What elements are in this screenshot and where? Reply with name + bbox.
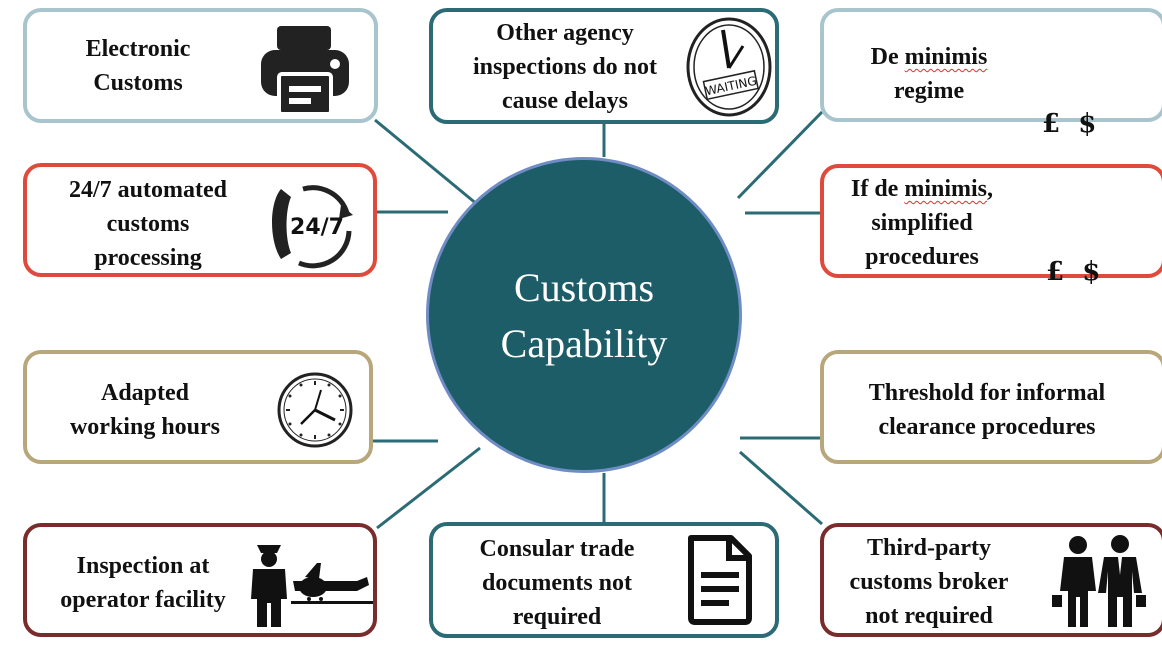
agency-inspections-box: Other agency inspections do not cause de… <box>429 8 779 124</box>
hours-line2: working hours <box>69 414 221 440</box>
simplified-line2: simplified <box>871 210 973 236</box>
threshold-box: Threshold for informal clearance procedu… <box>820 350 1162 464</box>
inspection-line1: Inspection at <box>76 553 210 579</box>
pilot-airplane-icon <box>251 545 373 627</box>
consular-line3: required <box>512 604 602 630</box>
threshold-line1: Threshold for informal <box>868 380 1106 406</box>
hub-title-line2: Capability <box>500 321 668 366</box>
automated-line2: customs <box>106 211 190 237</box>
customs-capability-hub: Customs Capability <box>426 157 742 473</box>
inspection-line2: operator facility <box>60 587 226 613</box>
inspection-box: Inspection at operator facility <box>23 523 377 637</box>
simplified-line3: procedures <box>865 244 979 270</box>
wall-clock-icon <box>277 372 353 448</box>
consular-line1: Consular trade <box>479 536 635 562</box>
electronic-customs-box: Electronic Customs <box>23 8 378 123</box>
customs-broker-box: Third-party customs broker not required <box>820 523 1162 637</box>
simplified-line1: If de minimis, <box>850 176 994 202</box>
working-hours-box: Adapted working hours <box>23 350 373 464</box>
waiting-clock-icon: WAITING <box>686 17 772 117</box>
simplified-procedures-box: If de minimis, simplified procedures £ $… <box>820 164 1162 395</box>
hub-title-line1: Customs <box>513 265 655 310</box>
deminimis-line1: De minimis <box>870 44 988 70</box>
24-7-label: 24/7 <box>290 215 344 240</box>
agency-line2: inspections do not <box>472 54 658 80</box>
consular-line2: documents not <box>481 570 632 596</box>
electronic-line1: Electronic <box>85 36 191 62</box>
business-people-icon <box>1052 535 1146 627</box>
phone-24-7-icon: 24/7 <box>272 185 353 269</box>
broker-line1: Third-party <box>866 535 991 561</box>
electronic-line2: Customs <box>93 70 183 96</box>
automated-line3: processing <box>94 245 202 271</box>
agency-line1: Other agency <box>496 20 634 46</box>
document-icon <box>688 535 752 625</box>
agency-line3: cause delays <box>502 88 628 114</box>
automated-line1: 24/7 automated <box>69 177 227 203</box>
broker-line2: customs broker <box>849 569 1009 595</box>
hours-line1: Adapted <box>100 380 190 406</box>
threshold-line2: clearance procedures <box>878 414 1096 440</box>
de-minimis-regime-box: De minimis regime £ $ ¥ € <box>820 8 1162 247</box>
consular-documents-box: Consular trade documents not required <box>429 522 779 638</box>
printer-icon <box>261 26 349 116</box>
broker-line3: not required <box>865 603 993 629</box>
deminimis-line2: regime <box>893 78 965 104</box>
automated-processing-box: 24/7 automated customs processing 24/7 <box>23 163 377 277</box>
